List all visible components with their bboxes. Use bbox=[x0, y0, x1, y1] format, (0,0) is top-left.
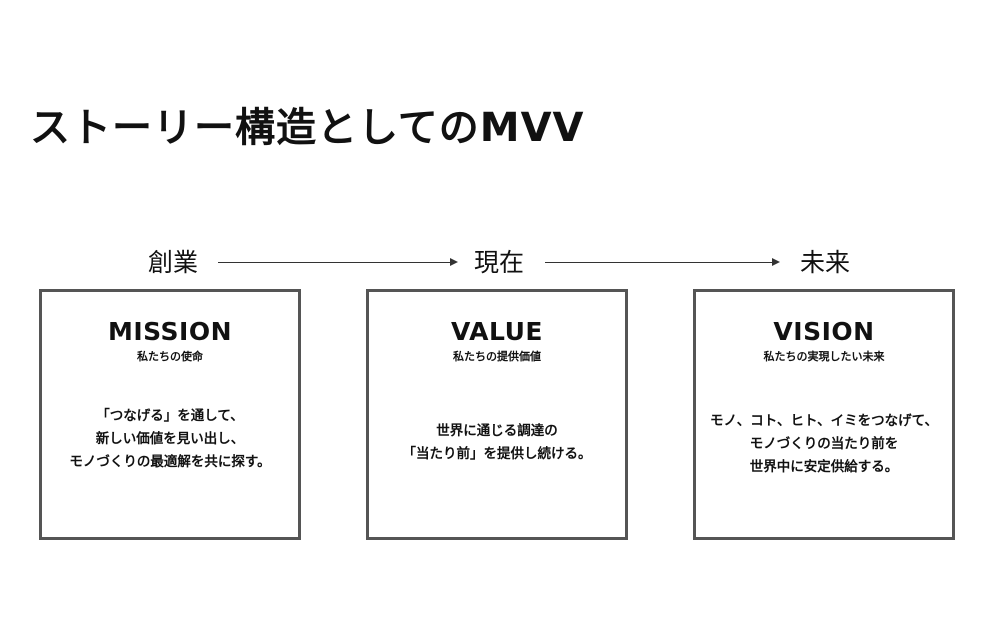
page-title: ストーリー構造としてのMVV bbox=[30, 105, 585, 151]
mission-card: MISSION 私たちの使命 「つなげる」を通して、 新しい価値を見い出し、 モ… bbox=[39, 289, 301, 540]
stage-founding-label: 創業 bbox=[148, 248, 199, 277]
value-heading: VALUE bbox=[451, 317, 543, 346]
value-card: VALUE 私たちの提供価値 世界に通じる調達の 「当たり前」を提供し続ける。 bbox=[366, 289, 628, 540]
vision-statement: モノ、コト、ヒト、イミをつなげて、 モノづくりの当たり前を 世界中に安定供給する… bbox=[700, 410, 948, 479]
mission-statement-line: 「つなげる」を通して、 bbox=[96, 408, 244, 424]
mission-statement: 「つなげる」を通して、 新しい価値を見い出し、 モノづくりの最適解を共に探す。 bbox=[46, 405, 294, 474]
value-statement: 世界に通じる調達の 「当たり前」を提供し続ける。 bbox=[373, 420, 621, 466]
mission-statement-line: モノづくりの最適解を共に探す。 bbox=[69, 454, 271, 470]
vision-subheading: 私たちの実現したい未来 bbox=[763, 350, 885, 363]
vision-statement-line: モノづくりの当たり前を bbox=[749, 436, 899, 452]
vision-statement-line: 世界中に安定供給する。 bbox=[749, 459, 899, 475]
value-subheading: 私たちの提供価値 bbox=[453, 350, 541, 363]
vision-statement-line: モノ、コト、ヒト、イミをつなげて、 bbox=[709, 413, 938, 429]
timeline-arrow-present-to-future bbox=[545, 258, 780, 266]
mission-heading: MISSION bbox=[107, 317, 233, 346]
timeline-arrow-founding-to-present bbox=[218, 258, 458, 266]
value-statement-line: 「当たり前」を提供し続ける。 bbox=[402, 446, 592, 462]
vision-card: VISION 私たちの実現したい未来 モノ、コト、ヒト、イミをつなげて、 モノづ… bbox=[693, 289, 955, 540]
stage-future-label: 未来 bbox=[800, 248, 851, 277]
stage-present-label: 現在 bbox=[474, 248, 525, 277]
value-statement-line: 世界に通じる調達の bbox=[436, 423, 558, 439]
mission-subheading: 私たちの使命 bbox=[137, 350, 203, 363]
vision-heading: VISION bbox=[773, 317, 875, 346]
mission-statement-line: 新しい価値を見い出し、 bbox=[95, 431, 245, 447]
